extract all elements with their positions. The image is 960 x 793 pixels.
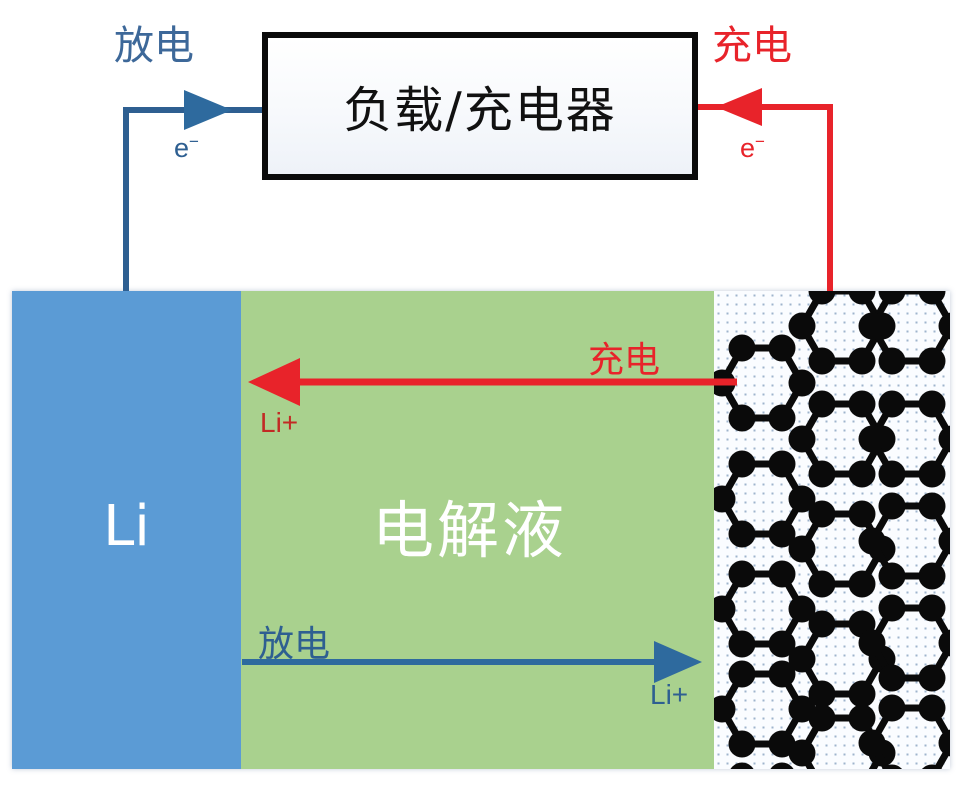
electron-label-left-sup: − bbox=[189, 132, 199, 151]
charge-ion-label: Li+ bbox=[260, 407, 299, 438]
graphite-hexagon-lattice bbox=[714, 291, 950, 769]
electron-label-left-text: e bbox=[174, 133, 190, 163]
graphite-cathode-region bbox=[714, 291, 950, 769]
charge-wire-red bbox=[698, 88, 833, 291]
load-charger-label: 负载/充电器 bbox=[343, 81, 617, 139]
electrolyte-label: 电解液 bbox=[371, 494, 567, 567]
discharge-arrow-label: 放电 bbox=[258, 624, 331, 665]
charge-label-top: 充电 bbox=[712, 23, 792, 69]
discharge-ion-label: Li+ bbox=[650, 679, 689, 710]
discharge-wire-blue bbox=[123, 90, 262, 291]
battery-cell: Li 电解液 bbox=[12, 291, 950, 769]
discharge-label-top: 放电 bbox=[114, 23, 194, 69]
lithium-anode-region: Li bbox=[12, 291, 241, 769]
electron-label-right-sup: − bbox=[755, 132, 765, 151]
electrolyte-region: 电解液 bbox=[241, 291, 714, 769]
electron-label-right: e− bbox=[740, 132, 765, 164]
anode-label: Li bbox=[103, 493, 150, 559]
load-charger-box: 负载/充电器 bbox=[262, 32, 698, 180]
electron-label-right-text: e bbox=[740, 133, 756, 163]
charge-arrow-label: 充电 bbox=[588, 340, 661, 381]
electron-label-left: e− bbox=[174, 132, 199, 164]
